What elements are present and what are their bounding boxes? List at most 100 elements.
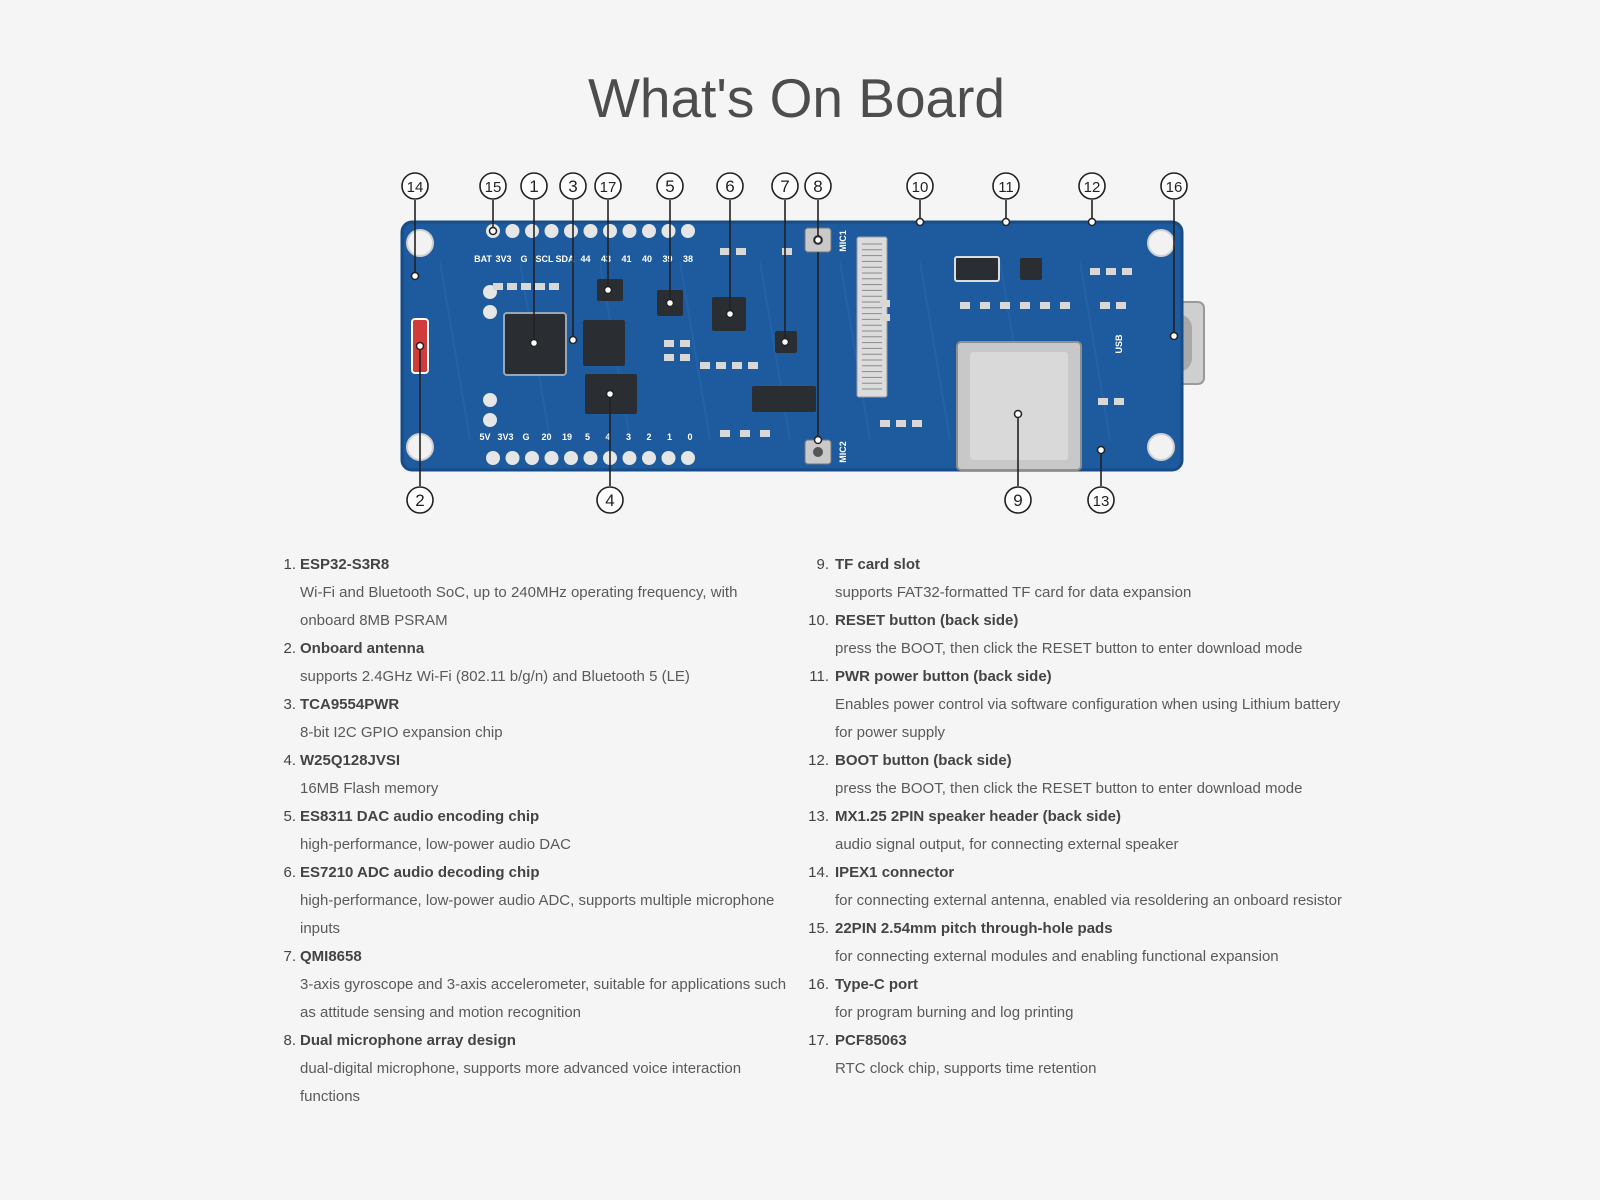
callout-dot	[813, 235, 823, 245]
callout-label: 2	[415, 491, 424, 510]
silk-label-top: 3V3	[495, 254, 511, 264]
silk-label-top: 40	[642, 254, 652, 264]
callout-circle	[716, 172, 744, 200]
silk-label-bottom: 1	[667, 432, 672, 442]
callout-label: 13	[1093, 493, 1110, 510]
callout-dot	[529, 338, 539, 348]
passive-component	[1106, 268, 1116, 275]
mounting-hole	[1147, 433, 1175, 461]
list-item: 13.MX1.25 2PIN speaker header (back side…	[808, 803, 1353, 859]
item-description: for connecting external modules and enab…	[835, 948, 1279, 965]
passive-component	[896, 420, 906, 427]
mounting-hole	[1147, 229, 1175, 257]
silk-label-bottom: 5V	[479, 432, 490, 442]
item-number: 17.	[808, 1032, 829, 1049]
passive-component	[1040, 302, 1050, 309]
header-pad	[544, 451, 559, 465]
silk-label-top: 39	[662, 254, 672, 264]
header-pad	[564, 224, 578, 238]
passive-component	[748, 362, 758, 369]
item-name: TCA9554PWR	[300, 696, 400, 713]
callout-label: 4	[605, 491, 614, 510]
item-number: 9.	[816, 556, 829, 573]
passive-component	[680, 340, 690, 347]
silk-label-top: 44	[580, 254, 590, 264]
page-title: What's On Board	[587, 67, 1006, 129]
callout-circle	[406, 486, 434, 514]
item-description: 8-bit I2C GPIO expansion chip	[300, 724, 503, 741]
callout-dot	[725, 309, 735, 319]
item-name: PCF85063	[835, 1032, 907, 1049]
callout-dot	[915, 217, 925, 227]
callout-label: 8	[813, 177, 822, 196]
callout-label: 7	[780, 177, 789, 196]
passive-component	[1100, 302, 1110, 309]
header-pad	[661, 224, 676, 238]
passive-component	[880, 300, 890, 307]
item-description: audio signal output, for connecting exte…	[835, 836, 1179, 853]
silk-label-top: 41	[621, 254, 631, 264]
silk-label-bottom: G	[522, 432, 529, 442]
passive-component	[1060, 302, 1070, 309]
header-pad	[622, 224, 637, 238]
callout-label: 6	[725, 177, 734, 196]
item-description: Wi-Fi and Bluetooth SoC, up to 240MHz op…	[300, 584, 738, 629]
passive-component	[1098, 398, 1108, 405]
item-number: 4.	[283, 752, 296, 769]
passive-component	[716, 362, 726, 369]
silk-label-bottom: 5	[585, 432, 590, 442]
item-name: QMI8658	[300, 948, 362, 965]
passive-component	[732, 362, 742, 369]
item-number: 1.	[283, 556, 296, 573]
passive-component	[1114, 398, 1124, 405]
item-description: supports 2.4GHz Wi-Fi (802.11 b/g/n) and…	[300, 668, 690, 685]
item-description: dual-digital microphone, supports more a…	[300, 1060, 742, 1105]
callout-label: 3	[568, 177, 577, 196]
mic2-label: MIC2	[838, 441, 848, 463]
callout-circle	[520, 172, 548, 200]
header-pad	[603, 224, 617, 238]
header-pad	[681, 224, 695, 238]
tca9554-chip	[583, 320, 625, 366]
passive-component	[664, 354, 674, 361]
item-description: press the BOOT, then click the RESET but…	[835, 780, 1303, 797]
item-name: Onboard antenna	[300, 640, 425, 657]
header-pad	[642, 224, 656, 238]
passive-component	[700, 362, 710, 369]
item-number: 10.	[808, 612, 829, 629]
callout-circle	[594, 172, 622, 200]
passive-component	[980, 302, 990, 309]
tf-card-slot-face	[970, 352, 1068, 460]
item-number: 16.	[808, 976, 829, 993]
passive-component	[782, 248, 792, 255]
passive-component	[1090, 268, 1100, 275]
silk-label-top: BAT	[474, 254, 492, 264]
header-pad	[583, 451, 598, 465]
item-name: IPEX1 connector	[835, 864, 955, 881]
callout-circle	[596, 486, 624, 514]
item-number: 6.	[283, 864, 296, 881]
item-number: 12.	[808, 752, 829, 769]
callout-circle	[479, 172, 507, 200]
pcb-trace	[839, 261, 871, 441]
callout-circle	[771, 172, 799, 200]
passive-component	[549, 283, 559, 290]
callout-dot	[1001, 217, 1011, 227]
callout-circle	[1160, 172, 1188, 200]
header-pad	[483, 393, 497, 407]
pcb-trace	[1079, 261, 1111, 441]
header-pad	[505, 451, 520, 465]
callout-circle	[992, 172, 1020, 200]
callout-circle	[1087, 486, 1115, 514]
callout-circle	[1078, 172, 1106, 200]
item-number: 3.	[283, 696, 296, 713]
item-number: 5.	[283, 808, 296, 825]
callout-label: 12	[1084, 179, 1101, 196]
callout-dot	[1013, 409, 1023, 419]
